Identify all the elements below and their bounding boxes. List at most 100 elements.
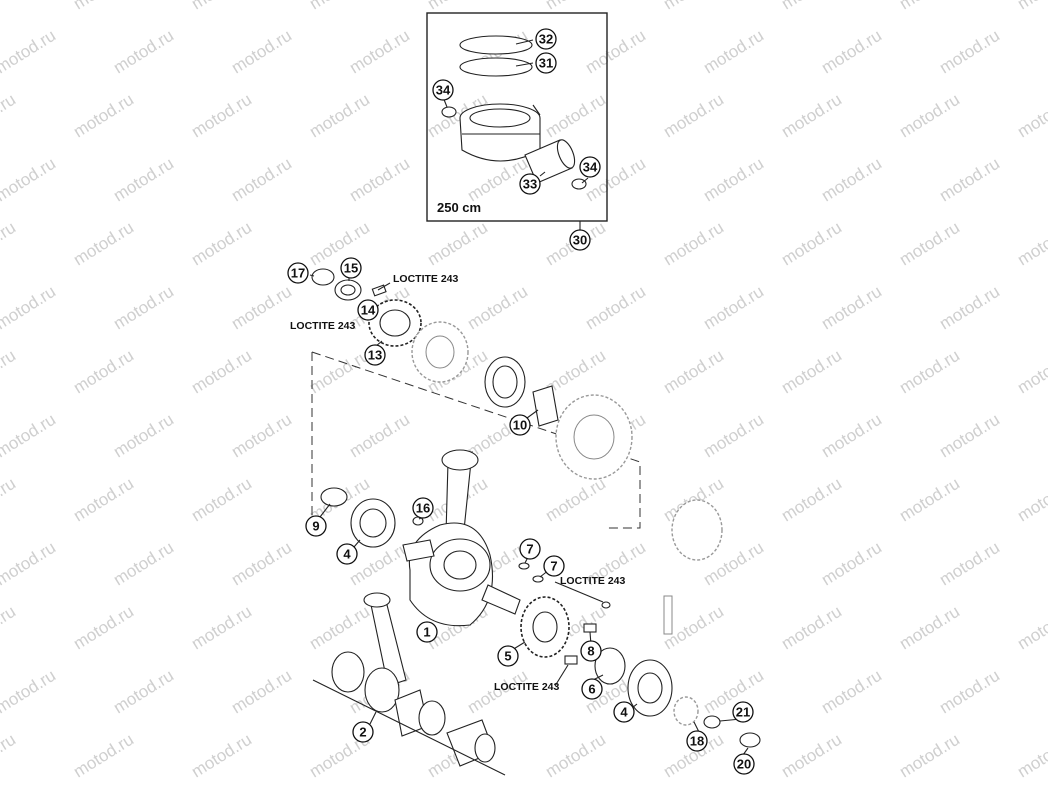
callout-34-left: 34 — [432, 79, 454, 101]
watermark-text: motod.ru — [660, 0, 727, 13]
callout-33: 33 — [519, 173, 541, 195]
piston-kit-frame — [426, 12, 608, 222]
svg-text:4: 4 — [343, 547, 351, 562]
watermark-text: motod.ru — [228, 282, 295, 334]
watermark-text: motod.ru — [306, 90, 373, 142]
callout-32: 32 — [535, 28, 557, 50]
svg-text:2: 2 — [359, 725, 366, 740]
watermark-text: motod.ru — [582, 26, 649, 78]
svg-text:7: 7 — [550, 559, 557, 574]
svg-text:34: 34 — [436, 83, 451, 98]
watermark-text: motod.ru — [70, 730, 137, 782]
loctite-note-4: LOCTITE 243 — [494, 681, 560, 693]
watermark-text: motod.ru — [306, 0, 373, 13]
watermark-text: motod.ru — [228, 538, 295, 590]
watermark-text: motod.ru — [778, 0, 845, 13]
watermark-text: motod.ru — [70, 0, 137, 13]
callout-31: 31 — [535, 52, 557, 74]
watermark-text: motod.ru — [1014, 474, 1048, 526]
piston-circlip-right — [571, 178, 587, 190]
piston-kit-label: 250 cm — [437, 200, 481, 215]
svg-text:8: 8 — [587, 644, 594, 659]
watermark-text: motod.ru — [778, 602, 845, 654]
watermark-text: motod.ru — [306, 602, 373, 654]
watermark-text: motod.ru — [188, 730, 255, 782]
piston-ring-lower — [459, 57, 533, 77]
watermark-text: motod.ru — [346, 154, 413, 206]
watermark-text: motod.ru — [0, 90, 19, 142]
loctite-note-2: LOCTITE 243 — [290, 320, 356, 332]
callout-8: 8 — [580, 640, 602, 662]
watermark-text: motod.ru — [0, 218, 19, 270]
watermark-text: motod.ru — [228, 154, 295, 206]
watermark-text: motod.ru — [896, 602, 963, 654]
watermark-text: motod.ru — [818, 538, 885, 590]
callout-2: 2 — [352, 721, 374, 743]
svg-text:5: 5 — [504, 649, 511, 664]
watermark-text: motod.ru — [542, 730, 609, 782]
watermark-text: motod.ru — [110, 410, 177, 462]
callout-5: 5 — [497, 645, 519, 667]
watermark-text: motod.ru — [1014, 218, 1048, 270]
watermark-text: motod.ru — [110, 666, 177, 718]
watermark-text: motod.ru — [660, 218, 727, 270]
watermark-text: motod.ru — [0, 602, 19, 654]
watermark-text: motod.ru — [896, 218, 963, 270]
callout-13: 13 — [364, 344, 386, 366]
watermark-text: motod.ru — [346, 410, 413, 462]
watermark-text: motod.ru — [188, 602, 255, 654]
watermark-text: motod.ru — [70, 218, 137, 270]
watermark-text: motod.ru — [110, 282, 177, 334]
watermark-text: motod.ru — [228, 26, 295, 78]
watermark-text: motod.ru — [188, 90, 255, 142]
watermark-text: motod.ru — [818, 666, 885, 718]
watermark-text: motod.ru — [0, 538, 59, 590]
callout-30: 30 — [569, 229, 591, 251]
watermark-text: motod.ru — [346, 26, 413, 78]
watermark-text: motod.ru — [0, 154, 59, 206]
watermark-text: motod.ru — [306, 218, 373, 270]
watermark-text: motod.ru — [70, 602, 137, 654]
watermark-text: motod.ru — [778, 218, 845, 270]
piston-ring-upper — [459, 35, 533, 55]
callout-7-right: 7 — [543, 555, 565, 577]
watermark-text: motod.ru — [1014, 602, 1048, 654]
watermark-text: motod.ru — [110, 154, 177, 206]
svg-text:31: 31 — [539, 56, 553, 71]
callout-4-left: 4 — [336, 543, 358, 565]
callout-1: 1 — [416, 621, 438, 643]
watermark-text: motod.ru — [1014, 0, 1048, 13]
callout-4-right: 4 — [613, 701, 635, 723]
connecting-rod-kit — [312, 592, 506, 776]
watermark-text: motod.ru — [936, 26, 1003, 78]
watermark-text: motod.ru — [936, 666, 1003, 718]
left-bearing-set — [320, 487, 424, 548]
callout-14: 14 — [357, 299, 379, 321]
watermark-text: motod.ru — [896, 730, 963, 782]
svg-text:9: 9 — [312, 519, 319, 534]
watermark-text: motod.ru — [778, 90, 845, 142]
watermark-text: motod.ru — [896, 474, 963, 526]
watermark-text: motod.ru — [424, 0, 491, 13]
callout-7-left: 7 — [519, 538, 541, 560]
watermark-text: motod.ru — [778, 346, 845, 398]
watermark-text: motod.ru — [188, 218, 255, 270]
watermark-text: motod.ru — [936, 538, 1003, 590]
svg-text:14: 14 — [361, 303, 376, 318]
watermark-text: motod.ru — [700, 26, 767, 78]
callout-21: 21 — [732, 701, 754, 723]
watermark-text: motod.ru — [936, 282, 1003, 334]
svg-text:30: 30 — [573, 233, 587, 248]
callout-15: 15 — [340, 257, 362, 279]
watermark-text: motod.ru — [0, 730, 19, 782]
watermark-text: motod.ru — [0, 410, 59, 462]
watermark-text: motod.ru — [778, 474, 845, 526]
piston — [459, 103, 541, 162]
callout-10: 10 — [509, 414, 531, 436]
loctite-note-1: LOCTITE 243 — [393, 273, 459, 285]
watermark-text: motod.ru — [228, 410, 295, 462]
svg-text:6: 6 — [588, 682, 595, 697]
svg-text:7: 7 — [526, 542, 533, 557]
watermark-text: motod.ru — [1014, 346, 1048, 398]
watermark-text: motod.ru — [896, 90, 963, 142]
